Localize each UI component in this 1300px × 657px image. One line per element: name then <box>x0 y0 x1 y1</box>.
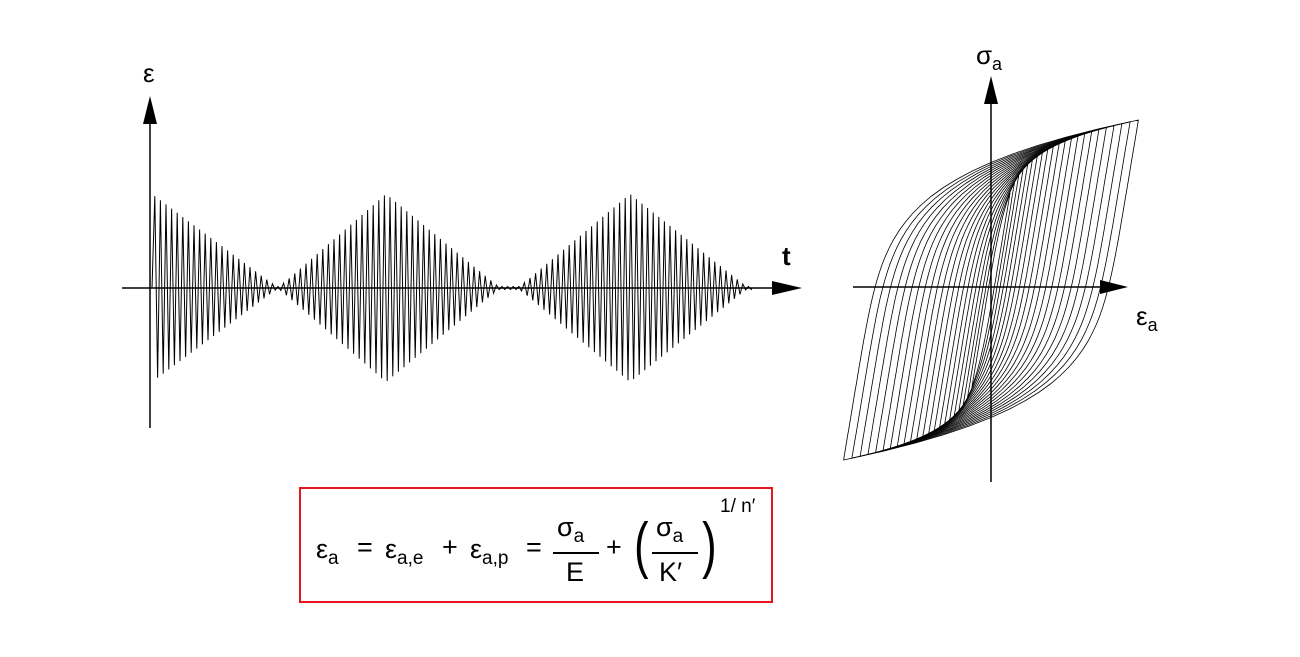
formula-box <box>299 487 773 603</box>
open-paren: ( <box>634 511 649 580</box>
hysteresis-plot <box>843 76 1139 482</box>
equals-1: = <box>357 532 373 562</box>
sigma-axis-arrow <box>984 76 998 104</box>
frac1-denominator: E <box>566 557 585 587</box>
frac2-denominator: K′ <box>659 557 683 587</box>
frac1-bar <box>553 552 599 554</box>
hysteresis-loop <box>843 119 1139 461</box>
frac2-sigma: σ <box>656 512 673 542</box>
frac2-numerator: σa <box>656 512 683 547</box>
formula-elastic-term: εa,e <box>385 534 423 569</box>
strain-signal <box>151 194 753 382</box>
lhs-symbol: ε <box>316 534 329 564</box>
epsilon-subscript: a <box>1147 315 1158 335</box>
term2-symbol: ε <box>470 534 483 564</box>
plus-1: + <box>442 532 458 562</box>
frac2-sub: a <box>672 526 684 547</box>
epsilon-axis-arrow <box>1100 280 1128 294</box>
equals-2: = <box>526 532 542 562</box>
frac1-sigma: σ <box>557 512 574 542</box>
x-axis-arrow <box>772 281 802 295</box>
close-paren: ) <box>702 511 717 580</box>
exponent: 1/ n′ <box>720 496 756 517</box>
term1-symbol: ε <box>385 534 398 564</box>
formula-plastic-term: εa,p <box>470 534 508 569</box>
sigma-symbol: σ <box>976 40 993 70</box>
frac1-sub: a <box>573 526 585 547</box>
formula-lhs: εa <box>316 534 339 569</box>
y-axis-label-epsilon: ε <box>143 58 155 88</box>
sigma-a-label: σa <box>976 40 1002 73</box>
epsilon-symbol: ε <box>1136 301 1148 331</box>
term1-sub: a,e <box>397 548 424 569</box>
term2-sub: a,p <box>482 548 509 569</box>
x-axis-label-t: t <box>782 241 791 271</box>
y-axis-arrow <box>143 96 157 124</box>
frac1-numerator: σa <box>557 512 584 547</box>
hysteresis-loops <box>843 119 1139 461</box>
sigma-subscript: a <box>992 54 1003 74</box>
plus-2: + <box>606 532 622 562</box>
lhs-sub: a <box>328 548 339 569</box>
frac2-bar <box>652 552 698 554</box>
strain-time-plot <box>122 96 802 428</box>
epsilon-a-label: εa <box>1136 301 1158 334</box>
